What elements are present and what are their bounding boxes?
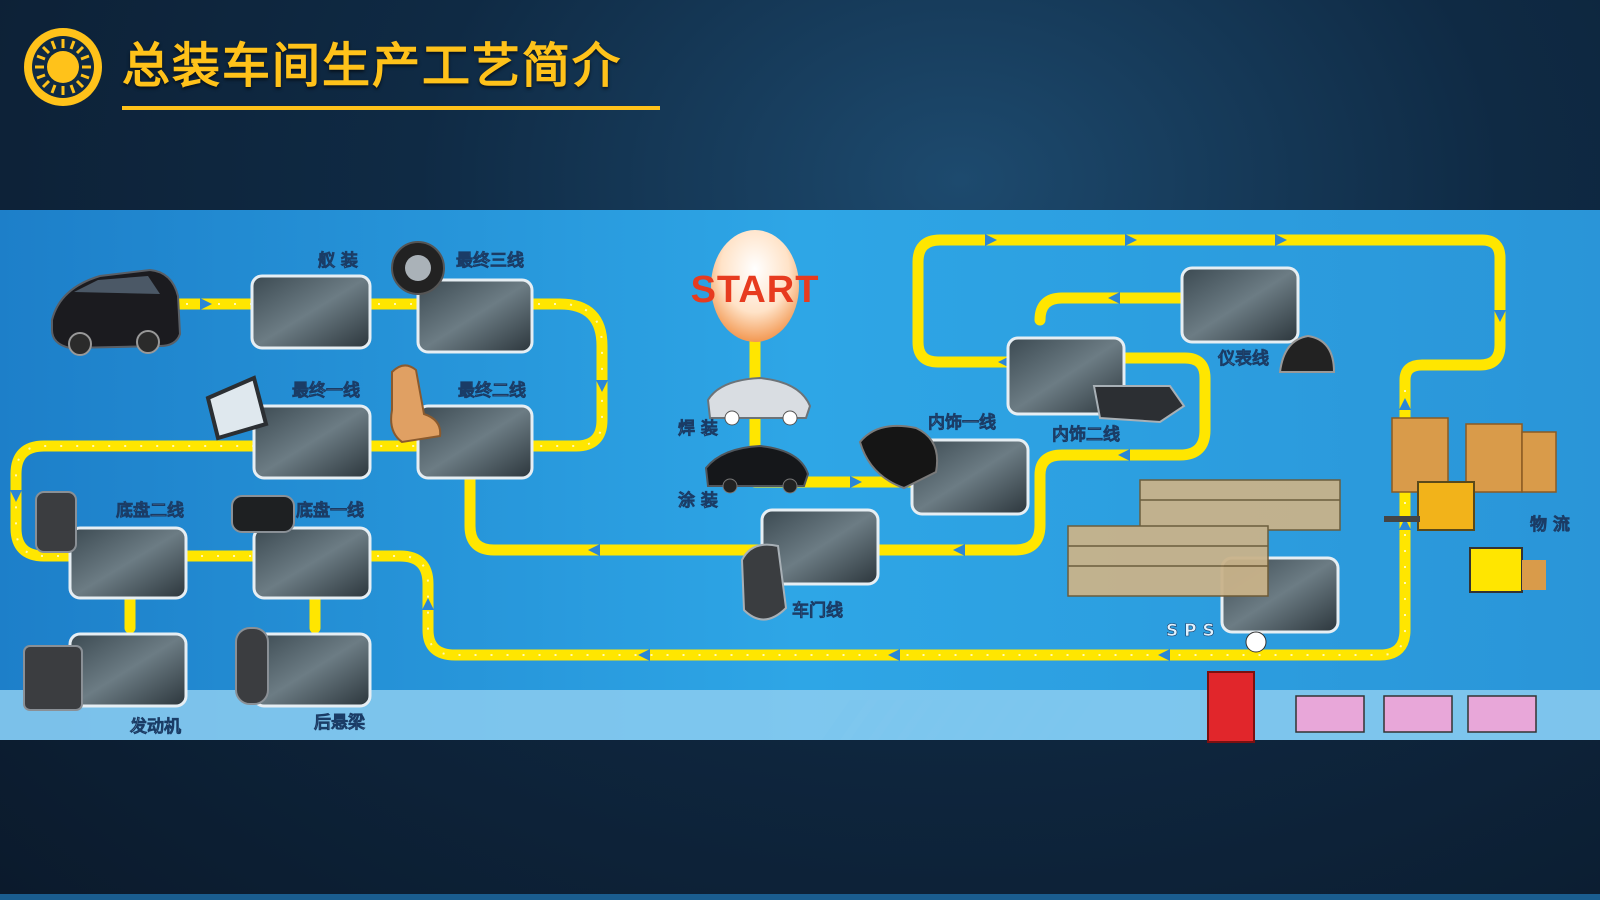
- photo-zui-zhong-yi: [252, 404, 372, 480]
- label-fa-dong-ji: 发动机: [129, 716, 181, 737]
- floor-stripes: [822, 700, 1092, 740]
- welded-body-icon: [706, 376, 812, 426]
- title-underline: [122, 106, 660, 110]
- title-area: 总装车间生产工艺简介: [0, 0, 700, 130]
- roof-shell-icon: [858, 424, 938, 490]
- station-labels: 舣 装 最终三线 最终一线 最终二线 底盘二线 底盘一线 发动机 后悬梁 焊 装…: [116, 250, 1571, 738]
- engine-icon: [23, 645, 83, 711]
- photo-yi-biao-xian: [1180, 266, 1300, 344]
- sps-racks-icon: [1067, 479, 1341, 597]
- tire-icon: [391, 241, 445, 295]
- fuel-tank-icon: [231, 495, 295, 533]
- start-badge: [711, 230, 799, 342]
- tugger-train-icon: [1207, 631, 1537, 743]
- photo-hou-xuan-jia: [252, 632, 372, 708]
- windshield-icon: [205, 375, 269, 441]
- flow-direction-arrows: [10, 234, 1506, 661]
- photo-jian-zhuang: [250, 274, 372, 350]
- label-zui-zhong-yi: 最终一线: [292, 380, 360, 401]
- bottom-strip: [0, 894, 1600, 900]
- car-door-icon: [740, 543, 788, 621]
- label-che-men-xian: 车门线: [792, 600, 843, 621]
- assembly-flow-diagram: START: [0, 210, 1600, 743]
- warehouse-boxes-icon: [1391, 417, 1557, 493]
- dashboard-part-icon: [1092, 385, 1186, 424]
- chassis-part-icon: [35, 491, 77, 553]
- instrument-cluster-icon: [1278, 334, 1336, 373]
- start-label: START: [691, 269, 820, 311]
- label-sps: S P S: [1166, 621, 1215, 641]
- label-jian-zhuang: 舣 装: [318, 250, 358, 271]
- label-nei-shi-yi: 内饰一线: [928, 412, 996, 433]
- photo-zui-zhong-er: [416, 404, 534, 480]
- label-di-pan-yi: 底盘一线: [296, 500, 364, 521]
- photo-di-pan-yi: [252, 526, 372, 600]
- label-yi-biao-xian: 仪表线: [1217, 348, 1269, 369]
- painted-body-icon: [704, 444, 810, 494]
- photo-zui-zhong-san: [416, 278, 534, 354]
- label-di-pan-er: 底盘二线: [116, 500, 184, 521]
- photo-fa-dong-ji: [68, 632, 188, 708]
- label-han-zhuang: 焊 装: [678, 418, 718, 439]
- finished-car-icon: [51, 268, 182, 356]
- sun-gear-icon: [24, 28, 102, 106]
- forklift-small-icon: [1469, 547, 1546, 593]
- label-zui-zhong-san: 最终三线: [456, 250, 524, 271]
- page-title: 总装车间生产工艺简介: [122, 38, 623, 94]
- label-hou-xuan-jia: 后悬梁: [314, 712, 366, 733]
- seat-icon: [390, 364, 442, 444]
- label-zui-zhong-er: 最终二线: [458, 380, 526, 401]
- forklift-icon: [1384, 481, 1475, 531]
- photo-di-pan-er: [68, 526, 188, 600]
- axle-icon: [235, 627, 269, 705]
- label-nei-shi-er: 内饰二线: [1052, 424, 1120, 445]
- label-tu-zhuang: 涂 装: [678, 490, 718, 511]
- label-wu-liu: 物 流: [1530, 514, 1570, 535]
